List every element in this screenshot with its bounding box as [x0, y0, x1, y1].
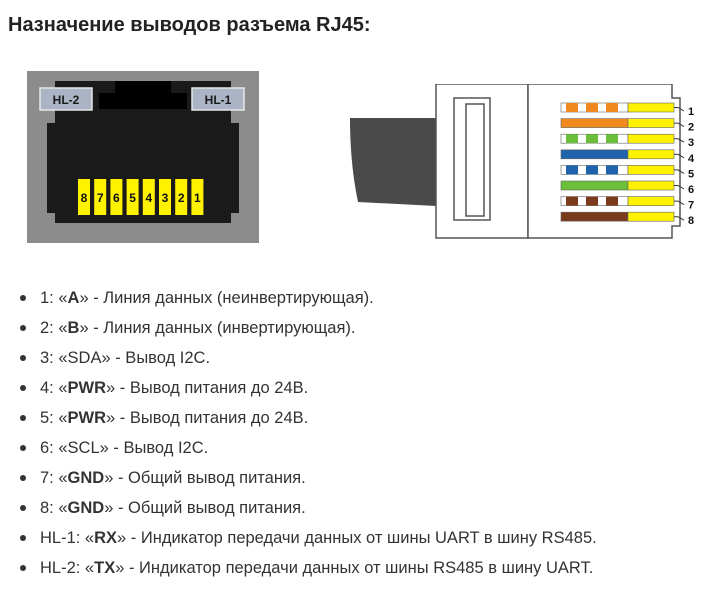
led-hl1-label: HL-1 [205, 93, 232, 107]
plug-contact [627, 180, 675, 191]
pin-signal-name: TX [94, 559, 116, 577]
page-title: Назначение выводов разъема RJ45: [8, 14, 371, 36]
led-hl2 [39, 87, 93, 111]
pin-description-item: 4: «PWR» - Вывод питания до 24В. [18, 376, 712, 406]
led-hl1 [191, 87, 245, 111]
plug-wire [560, 165, 685, 175]
plug-contact [627, 165, 675, 175]
plug-pin-number: 3 [688, 137, 694, 149]
jack-pin-contact [142, 179, 155, 215]
jack-latch-slot [99, 81, 187, 109]
jack-pin-number: 5 [129, 191, 136, 205]
jack-pin-contact [110, 179, 123, 215]
pin-label: 4: « [40, 379, 68, 397]
plug-wire [560, 211, 685, 222]
plug-wire [560, 196, 685, 206]
rj45-plug-illustration: 1 2 3 4 5 6 7 8 [350, 84, 695, 239]
plug-pin-number: 1 [688, 106, 694, 118]
pin-label: 5: « [40, 409, 68, 427]
jack-pin-number: 6 [113, 191, 120, 205]
pin-description-item: 8: «GND» - Общий вывод питания. [18, 496, 712, 526]
pin-description-list: 1: «A» - Линия данных (неинвертирующая).… [18, 286, 712, 586]
pin-label: HL-2: « [40, 559, 95, 577]
plug-wire [560, 102, 685, 113]
plug-pin-number: 5 [688, 168, 694, 180]
plug-contact [627, 149, 675, 160]
pin-description: » - Общий вывод питания. [104, 469, 306, 487]
plug-wire [560, 118, 685, 128]
pin-description-item: 3: «SDA» - Вывод I2C. [18, 346, 712, 376]
plug-contact [627, 211, 675, 222]
pin-signal-name: RX [94, 529, 118, 547]
pin-label: 8: « [40, 499, 68, 517]
plug-pin-number: 4 [688, 153, 695, 165]
plug-contact [627, 118, 675, 128]
plug-wire [560, 149, 685, 160]
plug-pin-number: 8 [688, 215, 694, 227]
pin-signal-name: GND [67, 499, 105, 517]
jack-pin-number: 4 [145, 191, 152, 205]
pin-description: » - Линия данных (неинвертирующая). [79, 289, 374, 307]
jack-pin-contact [94, 179, 107, 215]
jack-pin-contact [191, 179, 204, 215]
pin-description: » - Вывод питания до 24В. [106, 409, 309, 427]
jack-pin-number: 2 [178, 191, 185, 205]
plug-contact [627, 196, 675, 206]
pin-description-item: 5: «PWR» - Вывод питания до 24В. [18, 406, 712, 436]
pin-label: 1: « [40, 289, 68, 307]
plug-wire [560, 180, 685, 191]
pin-description-item: HL-1: «RX» - Индикатор передачи данных о… [18, 526, 712, 556]
pin-description: » - Вывод I2C. [101, 349, 211, 367]
pin-description: » - Индикатор передачи данных от шины UA… [117, 529, 597, 547]
jack-pin-contact [126, 179, 139, 215]
pin-label: 3: « [40, 349, 68, 367]
plug-pin-number: 6 [688, 184, 694, 196]
pin-description: » - Линия данных (инвертирующая). [79, 319, 356, 337]
led-hl2-label: HL-2 [53, 93, 80, 107]
pin-signal-name: PWR [67, 409, 107, 427]
pin-description-item: 2: «B» - Линия данных (инвертирующая). [18, 316, 712, 346]
pin-signal-name: SCL [67, 439, 100, 457]
plug-wire [560, 133, 685, 144]
plug-contact [627, 102, 675, 113]
pin-signal-name: SDA [67, 349, 102, 367]
pin-description: » - Вывод питания до 24В. [106, 379, 309, 397]
jack-pin-number: 7 [97, 191, 104, 205]
plug-pin-number: 2 [688, 122, 694, 134]
plug-pin-number: 7 [688, 200, 694, 212]
jack-pin-contact [159, 179, 171, 215]
plug-latch-inner [465, 103, 485, 217]
pin-description: » - Индикатор передачи данных от шины RS… [115, 559, 594, 577]
pin-signal-name: PWR [67, 379, 107, 397]
jack-pin-number: 8 [81, 191, 88, 205]
pin-signal-name: A [67, 289, 80, 307]
pin-label: 7: « [40, 469, 68, 487]
jack-pin-number: 3 [162, 191, 169, 205]
pin-description: » - Вывод I2C. [99, 439, 209, 457]
jack-pin-contact [78, 179, 90, 215]
plug-contact [627, 133, 675, 144]
pin-signal-name: B [67, 319, 80, 337]
pin-label: 2: « [40, 319, 68, 337]
pin-label: 6: « [40, 439, 68, 457]
pin-description-item: 6: «SCL» - Вывод I2C. [18, 436, 712, 466]
pin-description: » - Общий вывод питания. [104, 499, 306, 517]
jack-pin-number: 1 [194, 191, 201, 205]
cable-jacket [350, 118, 436, 206]
pin-description-item: HL-2: «TX» - Индикатор передачи данных о… [18, 556, 712, 586]
pin-description-item: 1: «A» - Линия данных (неинвертирующая). [18, 286, 712, 316]
jack-pin-contact [175, 179, 188, 215]
pin-label: HL-1: « [40, 529, 95, 547]
pin-description-item: 7: «GND» - Общий вывод питания. [18, 466, 712, 496]
pin-signal-name: GND [67, 469, 105, 487]
